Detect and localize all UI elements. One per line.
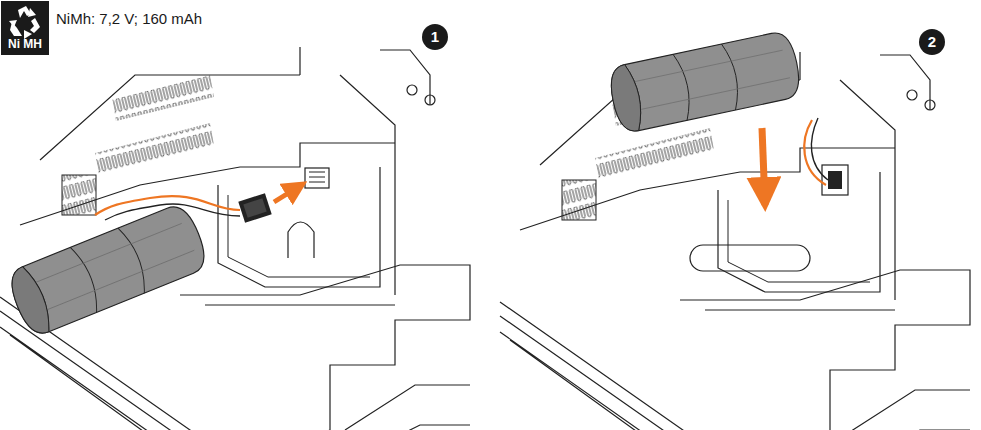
battery-type-mark: Ni MH [2, 37, 48, 51]
battery-spec: NiMh: 7,2 V; 160 mAh [56, 10, 202, 28]
recycling-icon [1, 1, 49, 55]
callout-number: 1 [423, 25, 447, 49]
step-2-illustration [500, 29, 970, 430]
callout-circle [919, 29, 945, 55]
callout-number: 2 [920, 30, 944, 54]
callout-circle [422, 24, 448, 50]
step-1-illustration [0, 47, 470, 430]
